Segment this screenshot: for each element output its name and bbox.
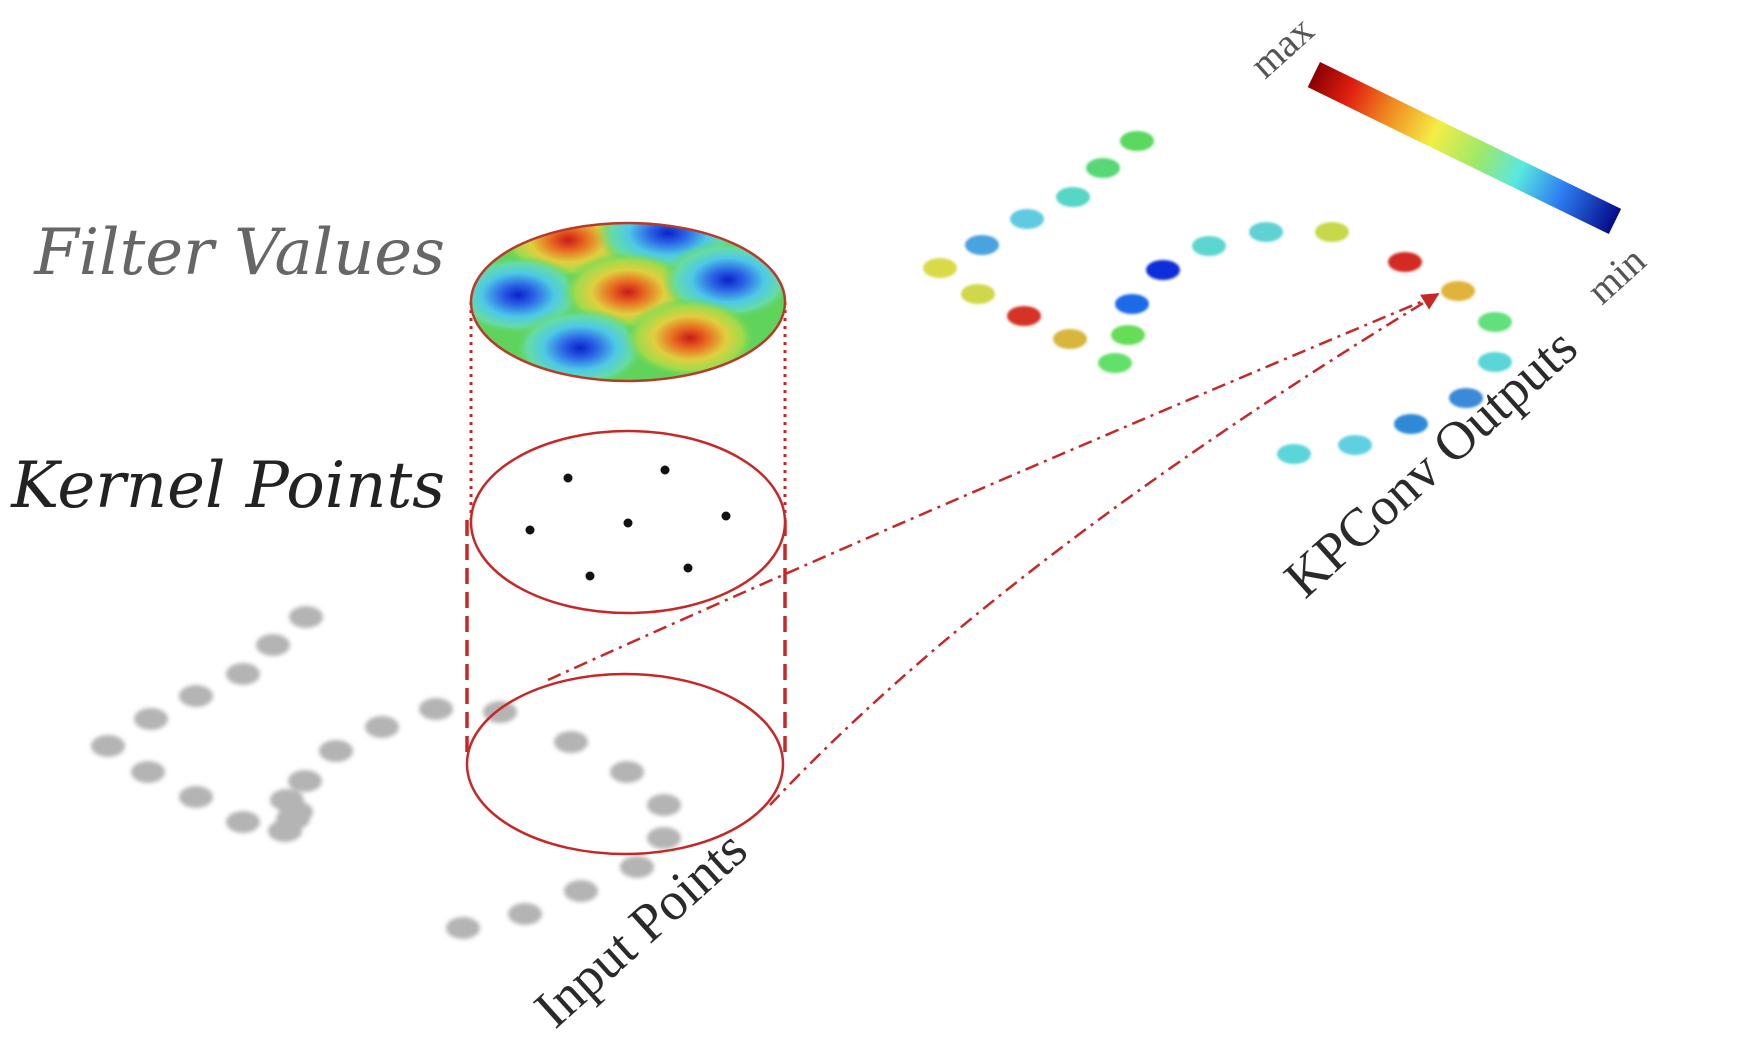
input-point <box>647 827 681 849</box>
kernel-point <box>683 563 693 573</box>
output-point <box>965 235 999 255</box>
output-point <box>1010 209 1044 229</box>
output-point <box>1053 329 1087 349</box>
input-point <box>620 856 654 878</box>
kernel-points-disc <box>469 429 787 615</box>
kernel-point <box>525 525 535 535</box>
output-point <box>1007 306 1041 326</box>
input-point <box>365 716 399 738</box>
colorbar-gradient <box>1307 62 1622 235</box>
input-point <box>226 811 260 833</box>
output-point <box>961 284 995 304</box>
input-point <box>276 808 310 830</box>
input-point <box>419 698 453 720</box>
kpconv-outputs-label: KPConv Outputs <box>1273 316 1589 609</box>
input-point <box>131 761 165 783</box>
output-point <box>1249 222 1283 242</box>
input-point <box>289 606 323 628</box>
output-point <box>1478 312 1512 332</box>
output-point <box>1111 325 1145 345</box>
output-point <box>1315 222 1349 242</box>
output-point <box>1338 435 1372 455</box>
kernel-point <box>721 511 731 521</box>
filter-values-disc <box>469 221 787 383</box>
colorbar <box>1307 62 1622 235</box>
output-point <box>1098 353 1132 373</box>
kernel-point <box>563 473 573 483</box>
input-point <box>319 740 353 762</box>
output-point <box>1388 252 1422 272</box>
output-point <box>1449 388 1483 408</box>
input-point <box>446 917 480 939</box>
input-point <box>134 708 168 730</box>
kernel-point <box>660 465 670 475</box>
input-point <box>270 789 304 811</box>
kernel-point <box>623 518 633 528</box>
kpconv-output-points <box>923 131 1512 464</box>
output-point <box>1120 131 1154 151</box>
input-point <box>256 634 290 656</box>
output-point <box>1086 158 1120 178</box>
input-points-label: Input Points <box>523 819 758 1039</box>
output-point <box>1115 294 1149 314</box>
output-point <box>923 258 957 278</box>
input-point <box>179 786 213 808</box>
projection-lines <box>547 292 1440 806</box>
input-point <box>564 880 598 902</box>
input-point <box>610 761 644 783</box>
filter-values-title: Filter Values <box>33 216 445 290</box>
input-point <box>554 731 588 753</box>
output-point <box>1478 352 1512 372</box>
kernel-point <box>585 571 595 581</box>
output-point <box>1277 444 1311 464</box>
input-neighborhood-ellipse <box>465 672 785 856</box>
output-point <box>1441 281 1475 301</box>
output-point <box>1394 414 1428 434</box>
filter-hot-spot <box>624 298 756 378</box>
kernel-points-title: Kernel Points <box>10 449 445 523</box>
output-point <box>1056 187 1090 207</box>
input-point <box>508 903 542 925</box>
input-point <box>91 735 125 757</box>
input-point <box>647 794 681 816</box>
input-point <box>288 770 322 792</box>
output-point <box>1192 236 1226 256</box>
filter-cold-spot <box>514 308 646 381</box>
input-points <box>91 606 681 939</box>
input-point <box>179 685 213 707</box>
input-point <box>226 663 260 685</box>
colorbar-max-label: max <box>1241 7 1322 87</box>
output-point <box>1146 260 1180 280</box>
cylinder-sides <box>465 302 787 760</box>
colorbar-min-label: min <box>1578 237 1654 312</box>
